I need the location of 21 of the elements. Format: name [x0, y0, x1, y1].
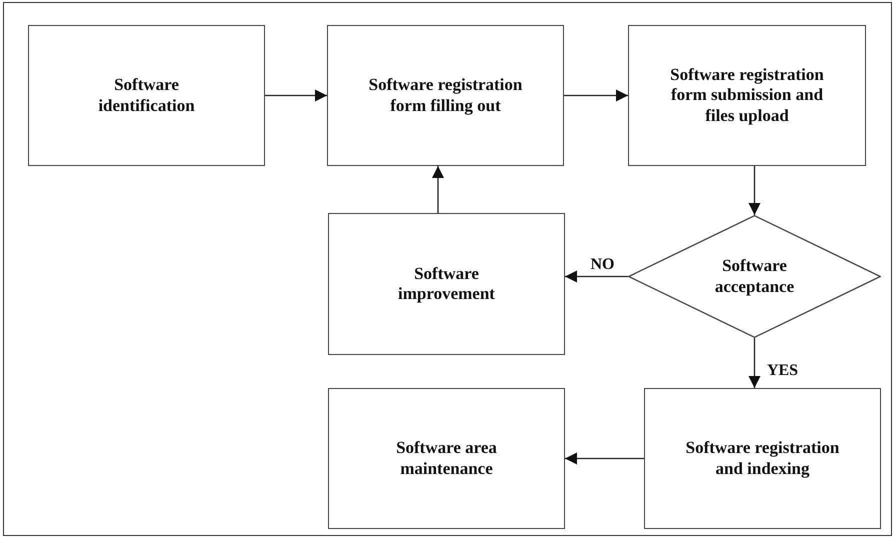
node-label: Software registration form filling out: [368, 75, 524, 116]
process-box: [28, 25, 265, 166]
node-label: Software registration and indexing: [684, 438, 840, 479]
arrow: [565, 452, 644, 464]
arrow: [432, 166, 444, 213]
node-label: Software area maintenance: [395, 438, 498, 479]
arrow: [564, 90, 628, 102]
arrow: [748, 338, 760, 388]
process-box: [628, 25, 866, 166]
arrow: [565, 270, 628, 282]
node-label: Software registration form submission and files upload: [669, 64, 825, 126]
process-box: [327, 25, 564, 166]
arrow: [748, 166, 760, 215]
node-label: Software acceptance: [714, 256, 796, 297]
node-label: Software improvement: [397, 264, 496, 304]
process-box: [644, 388, 881, 529]
process-box: [328, 388, 565, 529]
decision-diamond: [628, 215, 881, 338]
arrow: [265, 90, 327, 102]
node-label: Software identification: [97, 75, 196, 116]
process-box: [328, 213, 565, 355]
